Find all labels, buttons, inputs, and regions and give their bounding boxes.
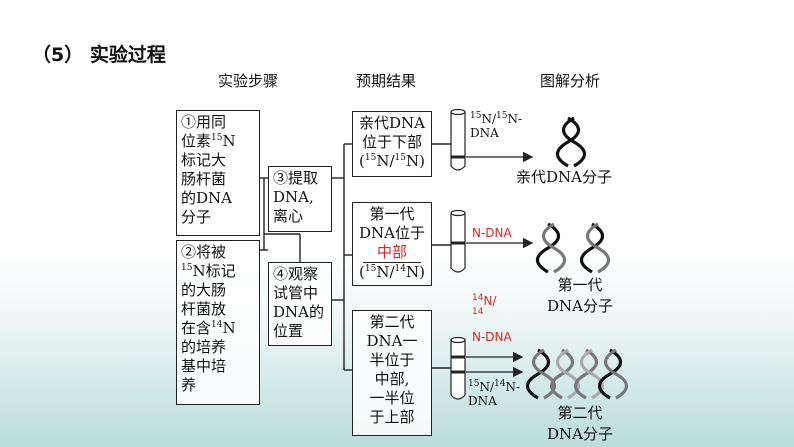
arrows [466,151,534,378]
result1-box: 亲代DNA 位于下部 (15N/15N) [352,111,432,177]
step4-box: ④观察 试管中 DNA的 位置 [268,262,332,346]
result2-line1: 第一代 [369,205,415,223]
dna-helix-gen2-a [525,348,557,400]
step3-line3: 离心 [273,207,304,225]
step2-line1: ②将被 [181,243,227,261]
step2-line6: 的培养 [181,338,227,356]
step4-line3: DNA的 [273,303,324,321]
tube-gen2 [450,336,466,400]
step4-line2: 试管中 [273,284,319,302]
connector-lines [260,143,451,371]
step1-line2: 位素15N [181,132,236,150]
result3-line3: 半位于 [369,351,415,369]
section-title: （5） 实验过程 [32,44,166,66]
step2-box: ②将被 15N标记 的大肠 杆菌放 在含14N 的培养 基中培 养 [176,240,260,405]
result3-box: 第二代 DNA一 半位于 中部, 一半位 于上部 [352,310,432,436]
tube1-label: 15N/15N- DNA [470,111,523,141]
header-analysis: 图解分析 [540,72,601,90]
step1-line1: ①用同 [181,113,227,131]
tube2-label: N-DNA [472,226,512,240]
analysis-gen2-label: 第二代 DNA分子 [547,404,613,443]
step1-line5: 的DNA [181,189,232,207]
result3-line2: DNA一 [366,332,418,350]
result2-line4: (15N/14N) [359,263,425,281]
result3-line1: 第二代 [369,313,415,331]
step1-line3: 标记大 [181,151,227,169]
dna-helix-gen2-d [597,348,629,400]
result3-line5: 一半位 [369,389,415,407]
dna-helix-gen2-c [573,348,605,400]
tube3-label-bottom: N-DNA [472,330,512,344]
result3-line4: 中部, [374,370,410,388]
step2-line3: 的大肠 [181,281,227,299]
step3-box: ③提取 DNA, 离心 [268,166,332,232]
step3-line1: ③提取 [273,169,319,187]
analysis-parent-label: 亲代DNA分子 [516,168,612,186]
step3-line2: DNA, [273,188,314,206]
header-steps: 实验步骤 [218,72,279,90]
step2-line4: 杆菌放 [181,300,227,318]
step4-line1: ④观察 [273,265,319,283]
dna-helix-gen2-b [549,348,581,400]
result2-box: 第一代 DNA位于 中部 (15N/14N) [352,202,432,286]
header-results: 预期结果 [356,72,417,90]
result3-line6: 于上部 [369,408,415,426]
result1-line2: 位于下部 [361,133,422,151]
step2-line8: 养 [181,376,197,394]
dna-helices [525,116,629,400]
tube4-label: 15N/14N- DNA [468,379,521,409]
result1-line1: 亲代DNA [359,114,425,132]
analysis-gen1-label: 第一代 DNA分子 [547,276,613,315]
result2-line2: DNA位于 [359,224,425,242]
dna-helix-parent [555,116,587,168]
step2-line5: 在含14N [181,319,236,337]
result2-line3-answer: 中部 [363,243,421,263]
step1-line4: 肠杆菌 [181,170,227,188]
step1-box: ①用同 位素15N 标记大 肠杆菌 的DNA 分子 [176,110,260,236]
tube-gen1 [450,209,466,273]
step4-line4: 位置 [273,322,304,340]
step2-line7: 基中培 [181,357,227,375]
step1-line6: 分子 [181,208,212,226]
result1-line3: (15N/15N) [359,152,425,170]
dna-helix-gen1-a [535,222,567,274]
tube-parent [450,108,466,171]
dna-helix-gen1-b [579,222,611,274]
tube3-label-top: 14N/ 14 [472,293,497,317]
test-tubes [450,108,466,400]
step2-line2: 15N标记 [181,262,236,280]
